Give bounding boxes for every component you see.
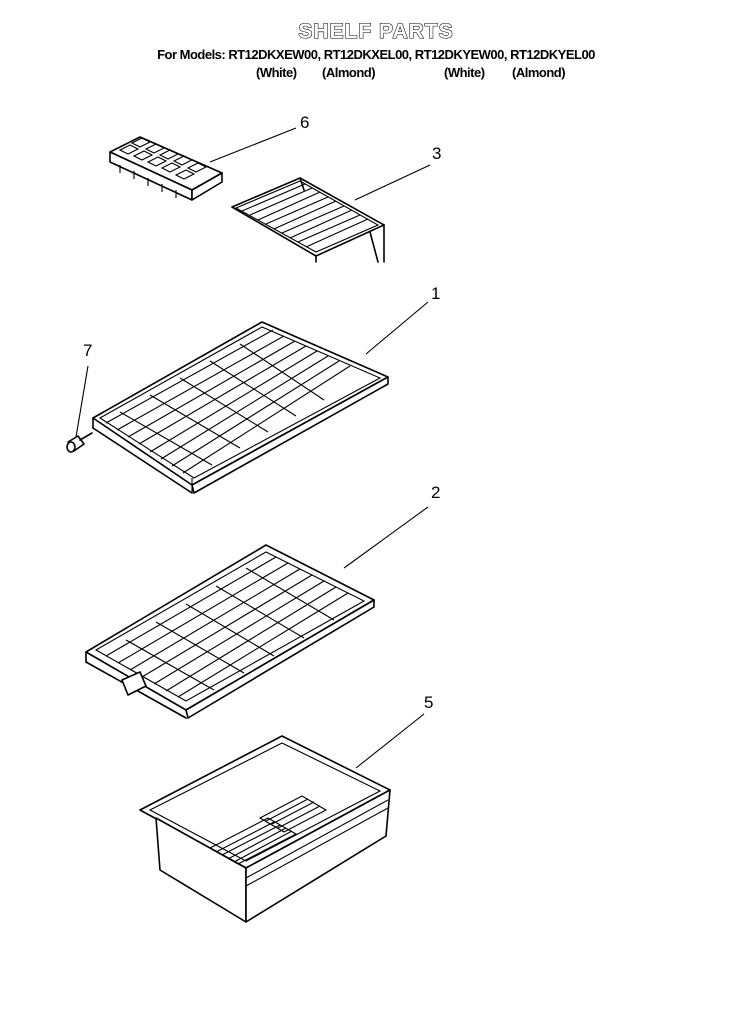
variant-label-3: (White) <box>444 65 485 80</box>
callout-7: 7 <box>83 341 93 360</box>
callout-1: 1 <box>431 284 441 303</box>
leader-line-7 <box>75 365 89 438</box>
leader-line-2 <box>343 506 429 569</box>
callout-6: 6 <box>300 113 310 132</box>
wire-shelf <box>92 321 389 494</box>
variant-label-2: (Almond) <box>322 65 376 80</box>
leader-line-1 <box>365 301 429 355</box>
leader-line-6 <box>209 127 297 163</box>
ice-cube-tray <box>109 136 223 201</box>
callout-3: 3 <box>432 144 442 163</box>
callout-5: 5 <box>424 693 434 712</box>
variant-label-4: (Almond) <box>512 65 566 80</box>
callout-2: 2 <box>431 483 441 502</box>
shelf-end-cap <box>66 432 93 453</box>
crisper-cover-shelf <box>85 544 375 719</box>
variant-label-1: (White) <box>256 65 297 80</box>
leader-line-3 <box>354 164 431 201</box>
page-title: SHELF PARTS <box>298 19 454 43</box>
half-wire-shelf <box>231 177 385 263</box>
crisper-pan <box>139 735 391 923</box>
leader-line-5 <box>355 713 425 769</box>
models-line: For Models: RT12DKXEW00, RT12DKXEL00, RT… <box>157 47 595 62</box>
